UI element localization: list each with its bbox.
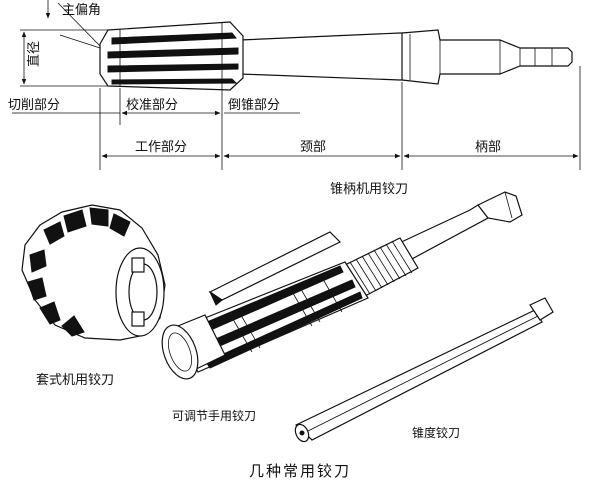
taper-shank-reamer-drawing: [12, 0, 581, 170]
figure-caption: 几种常用铰刀: [249, 462, 351, 480]
label-taper-shank-reamer: 锥柄机用铰刀: [330, 182, 408, 197]
label-main-angle: 主偏角: [62, 3, 101, 18]
label-shell-reamer: 套式机用铰刀: [36, 372, 114, 388]
label-taper-reamer: 锥度铰刀: [412, 425, 460, 440]
label-neck-part: 颈部: [300, 140, 326, 155]
label-calibration-part: 校准部分: [126, 97, 178, 113]
taper-reamer-drawing: [294, 297, 554, 443]
shell-reamer-drawing: [21, 204, 166, 341]
label-adjustable-hand-reamer: 可调节手用铰刀: [172, 408, 256, 423]
label-back-taper-part: 倒锥部分: [228, 98, 280, 113]
label-working-part: 工作部分: [135, 140, 187, 155]
adjustable-hand-reamer-drawing: [161, 191, 523, 380]
label-shank-part: 柄部: [475, 140, 501, 155]
label-diameter: 直径: [27, 41, 42, 67]
label-cutting-part: 切削部分: [8, 98, 60, 113]
